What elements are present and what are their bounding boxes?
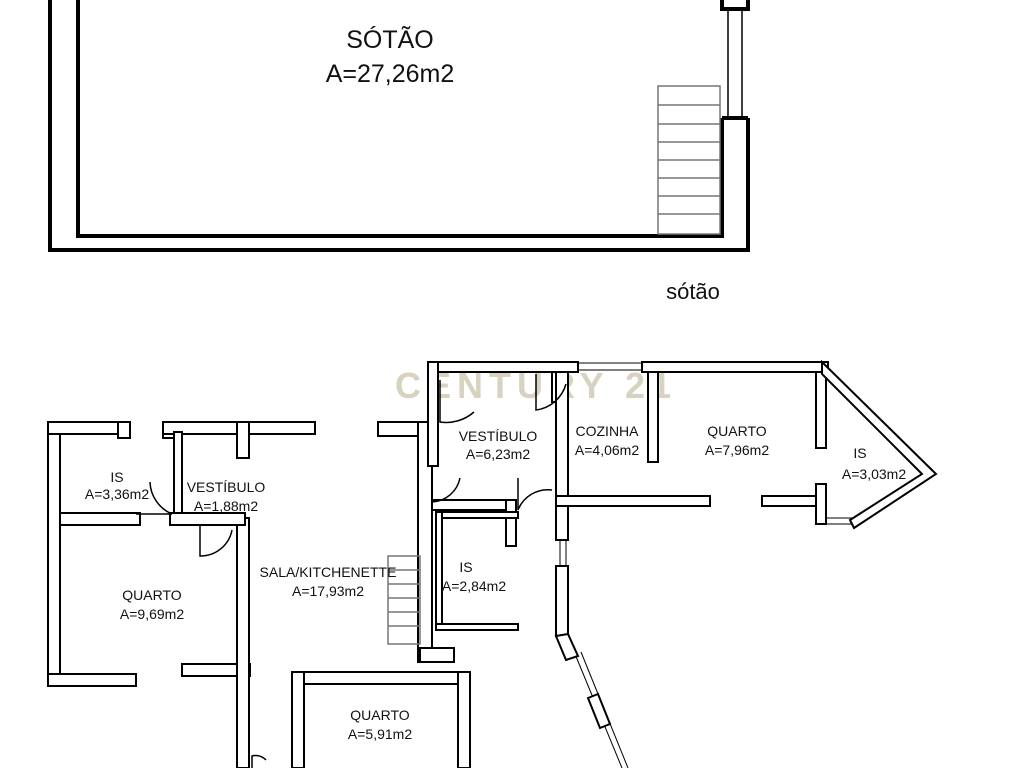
attic-walls bbox=[48, 0, 750, 252]
room-vestibulo-2-area: A=6,23m2 bbox=[466, 446, 530, 462]
room-vestibulo-2-name: VESTÍBULO bbox=[459, 428, 538, 444]
room-is-1-area: A=3,36m2 bbox=[85, 486, 149, 502]
floor-walls bbox=[47, 359, 938, 768]
attic-stairs bbox=[657, 85, 721, 235]
room-vestibulo-1-name: VESTÍBULO bbox=[187, 479, 266, 495]
floor-stairs bbox=[387, 555, 421, 645]
attic-area: A=27,26m2 bbox=[326, 60, 455, 88]
room-quarto-1-area: A=9,69m2 bbox=[120, 606, 184, 622]
room-cozinha-area: A=4,06m2 bbox=[575, 442, 639, 458]
diagonal-wall bbox=[554, 632, 612, 730]
room-is-2-name: IS bbox=[459, 559, 472, 575]
room-quarto-3-area: A=7,96m2 bbox=[705, 442, 769, 458]
room-sala-name: SALA/KITCHENETTE bbox=[260, 564, 397, 580]
room-quarto-2-area: A=5,91m2 bbox=[348, 726, 412, 742]
room-quarto-3-name: QUARTO bbox=[707, 423, 766, 439]
room-vestibulo-1-area: A=1,88m2 bbox=[194, 498, 258, 514]
room-is-1-name: IS bbox=[110, 469, 123, 485]
room-quarto-1-name: QUARTO bbox=[122, 587, 181, 603]
room-cozinha-name: COZINHA bbox=[576, 423, 640, 439]
room-is-3-name: IS bbox=[853, 445, 866, 461]
room-sala-area: A=17,93m2 bbox=[292, 583, 364, 599]
room-is-2-area: A=2,84m2 bbox=[442, 578, 506, 594]
room-quarto-2-name: QUARTO bbox=[350, 707, 409, 723]
attic-name: SÓTÃO bbox=[346, 25, 434, 54]
attic-window bbox=[727, 10, 743, 117]
attic-caption: sótão bbox=[666, 279, 720, 304]
room-is-3-area: A=3,03m2 bbox=[842, 466, 906, 482]
doors bbox=[136, 374, 567, 768]
